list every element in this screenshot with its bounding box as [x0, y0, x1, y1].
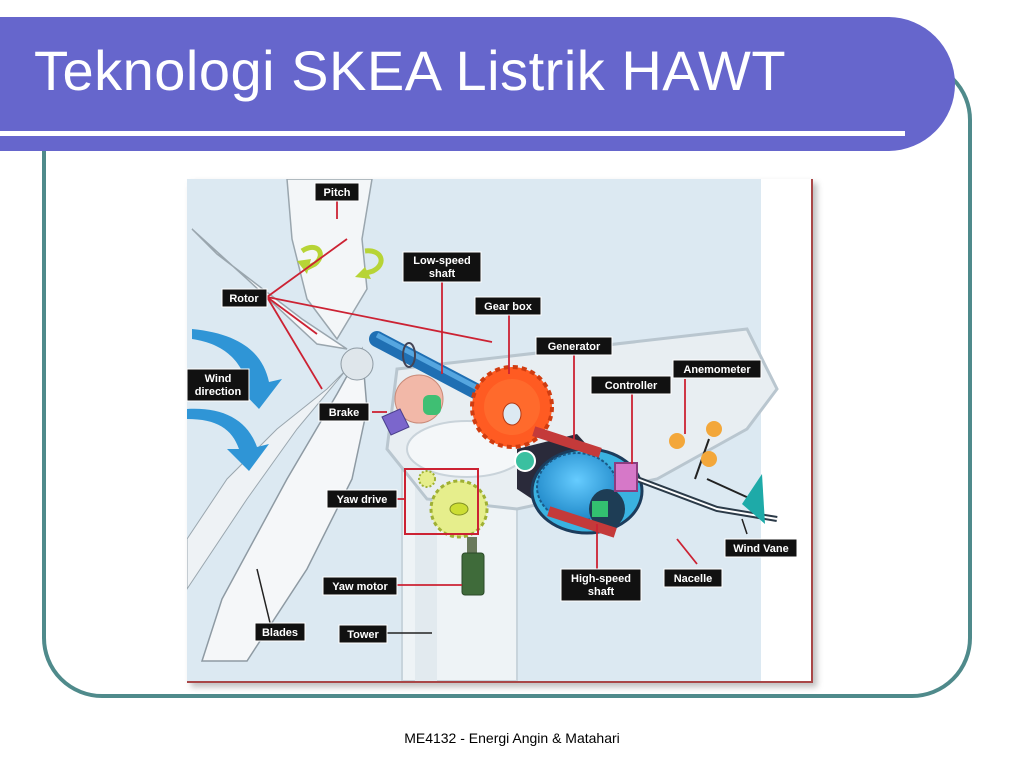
pitch-arrow-icon: [297, 244, 384, 279]
label-high-speed-shaft: High-speed shaft: [560, 568, 642, 602]
gear-box-shape: [470, 365, 554, 449]
wind-direction-icon: [187, 329, 282, 471]
label-rotor-text: Rotor: [229, 293, 259, 305]
label-gear-box: Gear box: [474, 296, 542, 316]
label-tower: Tower: [338, 624, 388, 644]
label-high-speed-line1: High-speed: [571, 573, 631, 585]
label-generator-text: Generator: [548, 341, 601, 353]
label-yaw-motor-text: Yaw motor: [332, 581, 388, 593]
label-controller: Controller: [590, 375, 672, 395]
label-wind-direction: Wind direction: [187, 368, 250, 402]
label-nacelle: Nacelle: [663, 568, 723, 588]
label-brake: Brake: [318, 402, 370, 422]
hawt-diagram: Pitch Rotor Low-speed shaft Gear box Gen…: [187, 179, 813, 683]
label-nacelle-text: Nacelle: [674, 573, 713, 585]
label-pitch-text: Pitch: [324, 187, 351, 199]
wind-vane-shape: [706, 474, 765, 524]
hawt-diagram-svg: Pitch Rotor Low-speed shaft Gear box Gen…: [187, 179, 811, 681]
label-high-speed-line2: shaft: [588, 586, 615, 598]
label-wind-direction-line1: Wind: [205, 373, 232, 385]
label-blades: Blades: [254, 622, 306, 642]
black-pointer-lines: [256, 518, 748, 634]
brake-shape: [381, 374, 444, 436]
label-gear-box-text: Gear box: [484, 301, 533, 313]
label-generator: Generator: [535, 336, 613, 356]
callout-lines: [266, 197, 698, 586]
title-bar: [0, 17, 955, 151]
label-low-speed-line2: shaft: [429, 268, 456, 280]
slide-footer: ME4132 - Energi Angin & Matahari: [404, 730, 620, 746]
diagram-margin: [761, 179, 811, 681]
label-controller-text: Controller: [605, 380, 658, 392]
label-tower-text: Tower: [347, 629, 379, 641]
yaw-drive-shape: [404, 468, 489, 539]
label-brake-text: Brake: [329, 407, 360, 419]
label-wind-vane: Wind Vane: [724, 538, 798, 558]
label-low-speed-shaft: Low-speed shaft: [402, 251, 482, 283]
label-wind-direction-line2: direction: [195, 386, 242, 398]
label-low-speed-line1: Low-speed: [413, 255, 470, 267]
label-anemometer-text: Anemometer: [683, 364, 751, 376]
label-rotor: Rotor: [221, 288, 268, 308]
low-speed-shaft-shape: [369, 331, 495, 405]
label-pitch: Pitch: [314, 182, 360, 202]
yaw-motor-shape: [461, 537, 485, 596]
label-blades-text: Blades: [262, 627, 298, 639]
title-underline: [0, 131, 905, 136]
slide-title: Teknologi SKEA Listrik HAWT: [34, 39, 787, 102]
anemometer-shape: [669, 421, 722, 480]
label-wind-vane-text: Wind Vane: [733, 543, 789, 555]
label-yaw-drive: Yaw drive: [326, 489, 398, 509]
label-yaw-motor: Yaw motor: [322, 576, 398, 596]
generator-shape: [514, 426, 644, 538]
label-yaw-drive-text: Yaw drive: [337, 494, 388, 506]
label-anemometer: Anemometer: [672, 359, 762, 379]
